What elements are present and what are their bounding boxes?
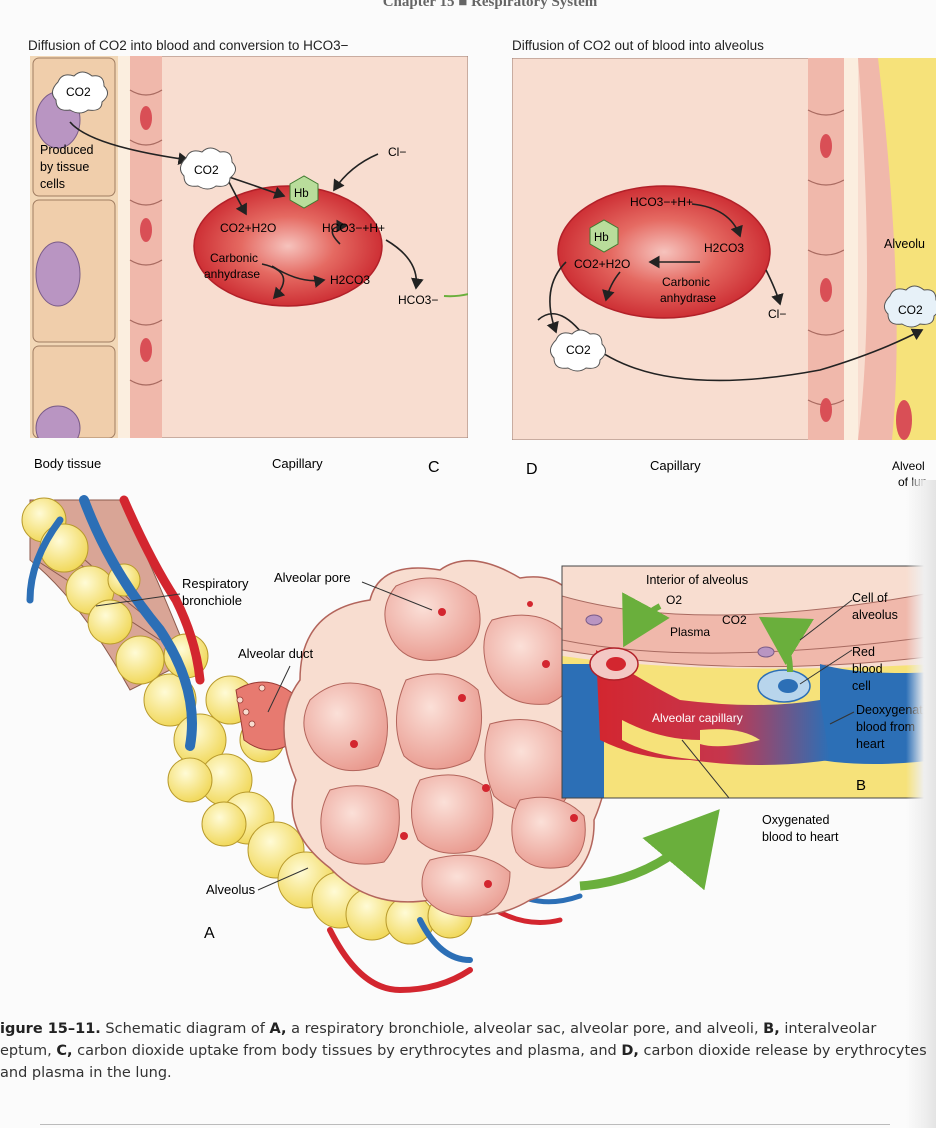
- hb-label-d: Hb: [594, 232, 609, 244]
- cell-of-alveolus-label-1: Cell of: [852, 591, 888, 605]
- green-arrow-icon: [580, 816, 714, 886]
- carbonic-label-1: Carbonic: [210, 251, 258, 265]
- caption-c: C,: [56, 1043, 72, 1059]
- hco3-h-label: HCO3−+H+: [322, 221, 385, 235]
- hco3-label: HCO3−: [398, 293, 438, 307]
- produced-label-3: cells: [40, 177, 65, 191]
- co2-tissue-label: CO2: [66, 85, 91, 99]
- panel-a-letter: A: [204, 925, 215, 942]
- interior-label: Interior of alveolus: [646, 573, 748, 587]
- plasma-label: Plasma: [670, 625, 710, 639]
- alveolus-label-d: Alveolu: [884, 237, 925, 251]
- caption-text-4: carbon dioxide uptake from body tissues …: [73, 1043, 622, 1059]
- caption-b: B,: [763, 1021, 780, 1037]
- h2co3-label: H2CO3: [330, 273, 370, 287]
- panel-d-letter: D: [526, 461, 538, 478]
- caption-d: D,: [621, 1043, 639, 1059]
- alveolar-pore-label: Alveolar pore: [274, 570, 351, 585]
- page-bottom-rule: [40, 1124, 890, 1125]
- cl-label: Cl−: [388, 145, 406, 159]
- h2co3-label-d: H2CO3: [704, 241, 744, 255]
- cell-of-alveolus-label-2: alveolus: [852, 608, 898, 622]
- caption-text-5: carbon dioxide release by erythrocytes: [639, 1043, 927, 1059]
- body-tissue-label: Body tissue: [34, 456, 101, 471]
- deoxygenated-label-3: heart: [856, 737, 885, 751]
- alveolus-label-a: Alveolus: [206, 882, 256, 897]
- produced-label-1: Produced: [40, 143, 94, 157]
- capillary-label-d: Capillary: [650, 458, 701, 473]
- caption-label: igure 15–11.: [0, 1021, 101, 1037]
- caption-line2-start: eptum,: [0, 1043, 56, 1059]
- hco3-h-label-d: HCO3−+H+: [630, 195, 693, 209]
- respiratory-bronchiole-label-2: bronchiole: [182, 593, 242, 608]
- figure-illustration: CO2 Produced by tissue cells CO2 Cl− Hb …: [0, 0, 936, 1010]
- o2-label: O2: [666, 593, 682, 607]
- caption-text-3: interalveolar: [780, 1021, 877, 1037]
- capillary-label-c: Capillary: [272, 456, 323, 471]
- panel-c-letter: C: [428, 459, 440, 476]
- hb-label: Hb: [294, 188, 309, 200]
- alveolus-lung-label-1: Alveol: [892, 459, 925, 473]
- red-blood-cell-label-3: cell: [852, 679, 871, 693]
- respiratory-bronchiole-label-1: Respiratory: [182, 576, 249, 591]
- red-blood-cell-label-1: Red: [852, 645, 875, 659]
- produced-label-2: by tissue: [40, 160, 89, 174]
- co2-label-b: CO2: [722, 613, 747, 627]
- co2-h2o-label: CO2+H2O: [220, 221, 276, 235]
- co2-h2o-label-d: CO2+H2O: [574, 257, 630, 271]
- carbonic-label-2: anhydrase: [204, 267, 260, 281]
- figure-caption: igure 15–11. Schematic diagram of A, a r…: [0, 1018, 930, 1084]
- caption-line-1: igure 15–11. Schematic diagram of A, a r…: [0, 1018, 930, 1040]
- oxygenated-label-2: blood to heart: [762, 830, 839, 844]
- cl-label-d: Cl−: [768, 307, 786, 321]
- co2-plasma-label: CO2: [194, 163, 219, 177]
- alveolar-duct-label: Alveolar duct: [238, 646, 314, 661]
- panel-b-letter: B: [856, 777, 866, 794]
- co2-plasma-label-d: CO2: [566, 343, 591, 357]
- carbonic-label-d-2: anhydrase: [660, 291, 716, 305]
- alveolar-capillary-label: Alveolar capillary: [652, 711, 743, 725]
- caption-text-1: Schematic diagram of: [101, 1021, 270, 1037]
- carbonic-label-d-1: Carbonic: [662, 275, 710, 289]
- oxygenated-label-1: Oxygenated: [762, 813, 829, 827]
- caption-a: A,: [270, 1021, 287, 1037]
- caption-line-3: and plasma in the lung.: [0, 1062, 930, 1084]
- co2-alveolus-label: CO2: [898, 303, 923, 317]
- caption-text-2: a respiratory bronchiole, alveolar sac, …: [287, 1021, 764, 1037]
- red-blood-cell-label-2: blood: [852, 662, 883, 676]
- caption-line-2: eptum, C, carbon dioxide uptake from bod…: [0, 1040, 930, 1062]
